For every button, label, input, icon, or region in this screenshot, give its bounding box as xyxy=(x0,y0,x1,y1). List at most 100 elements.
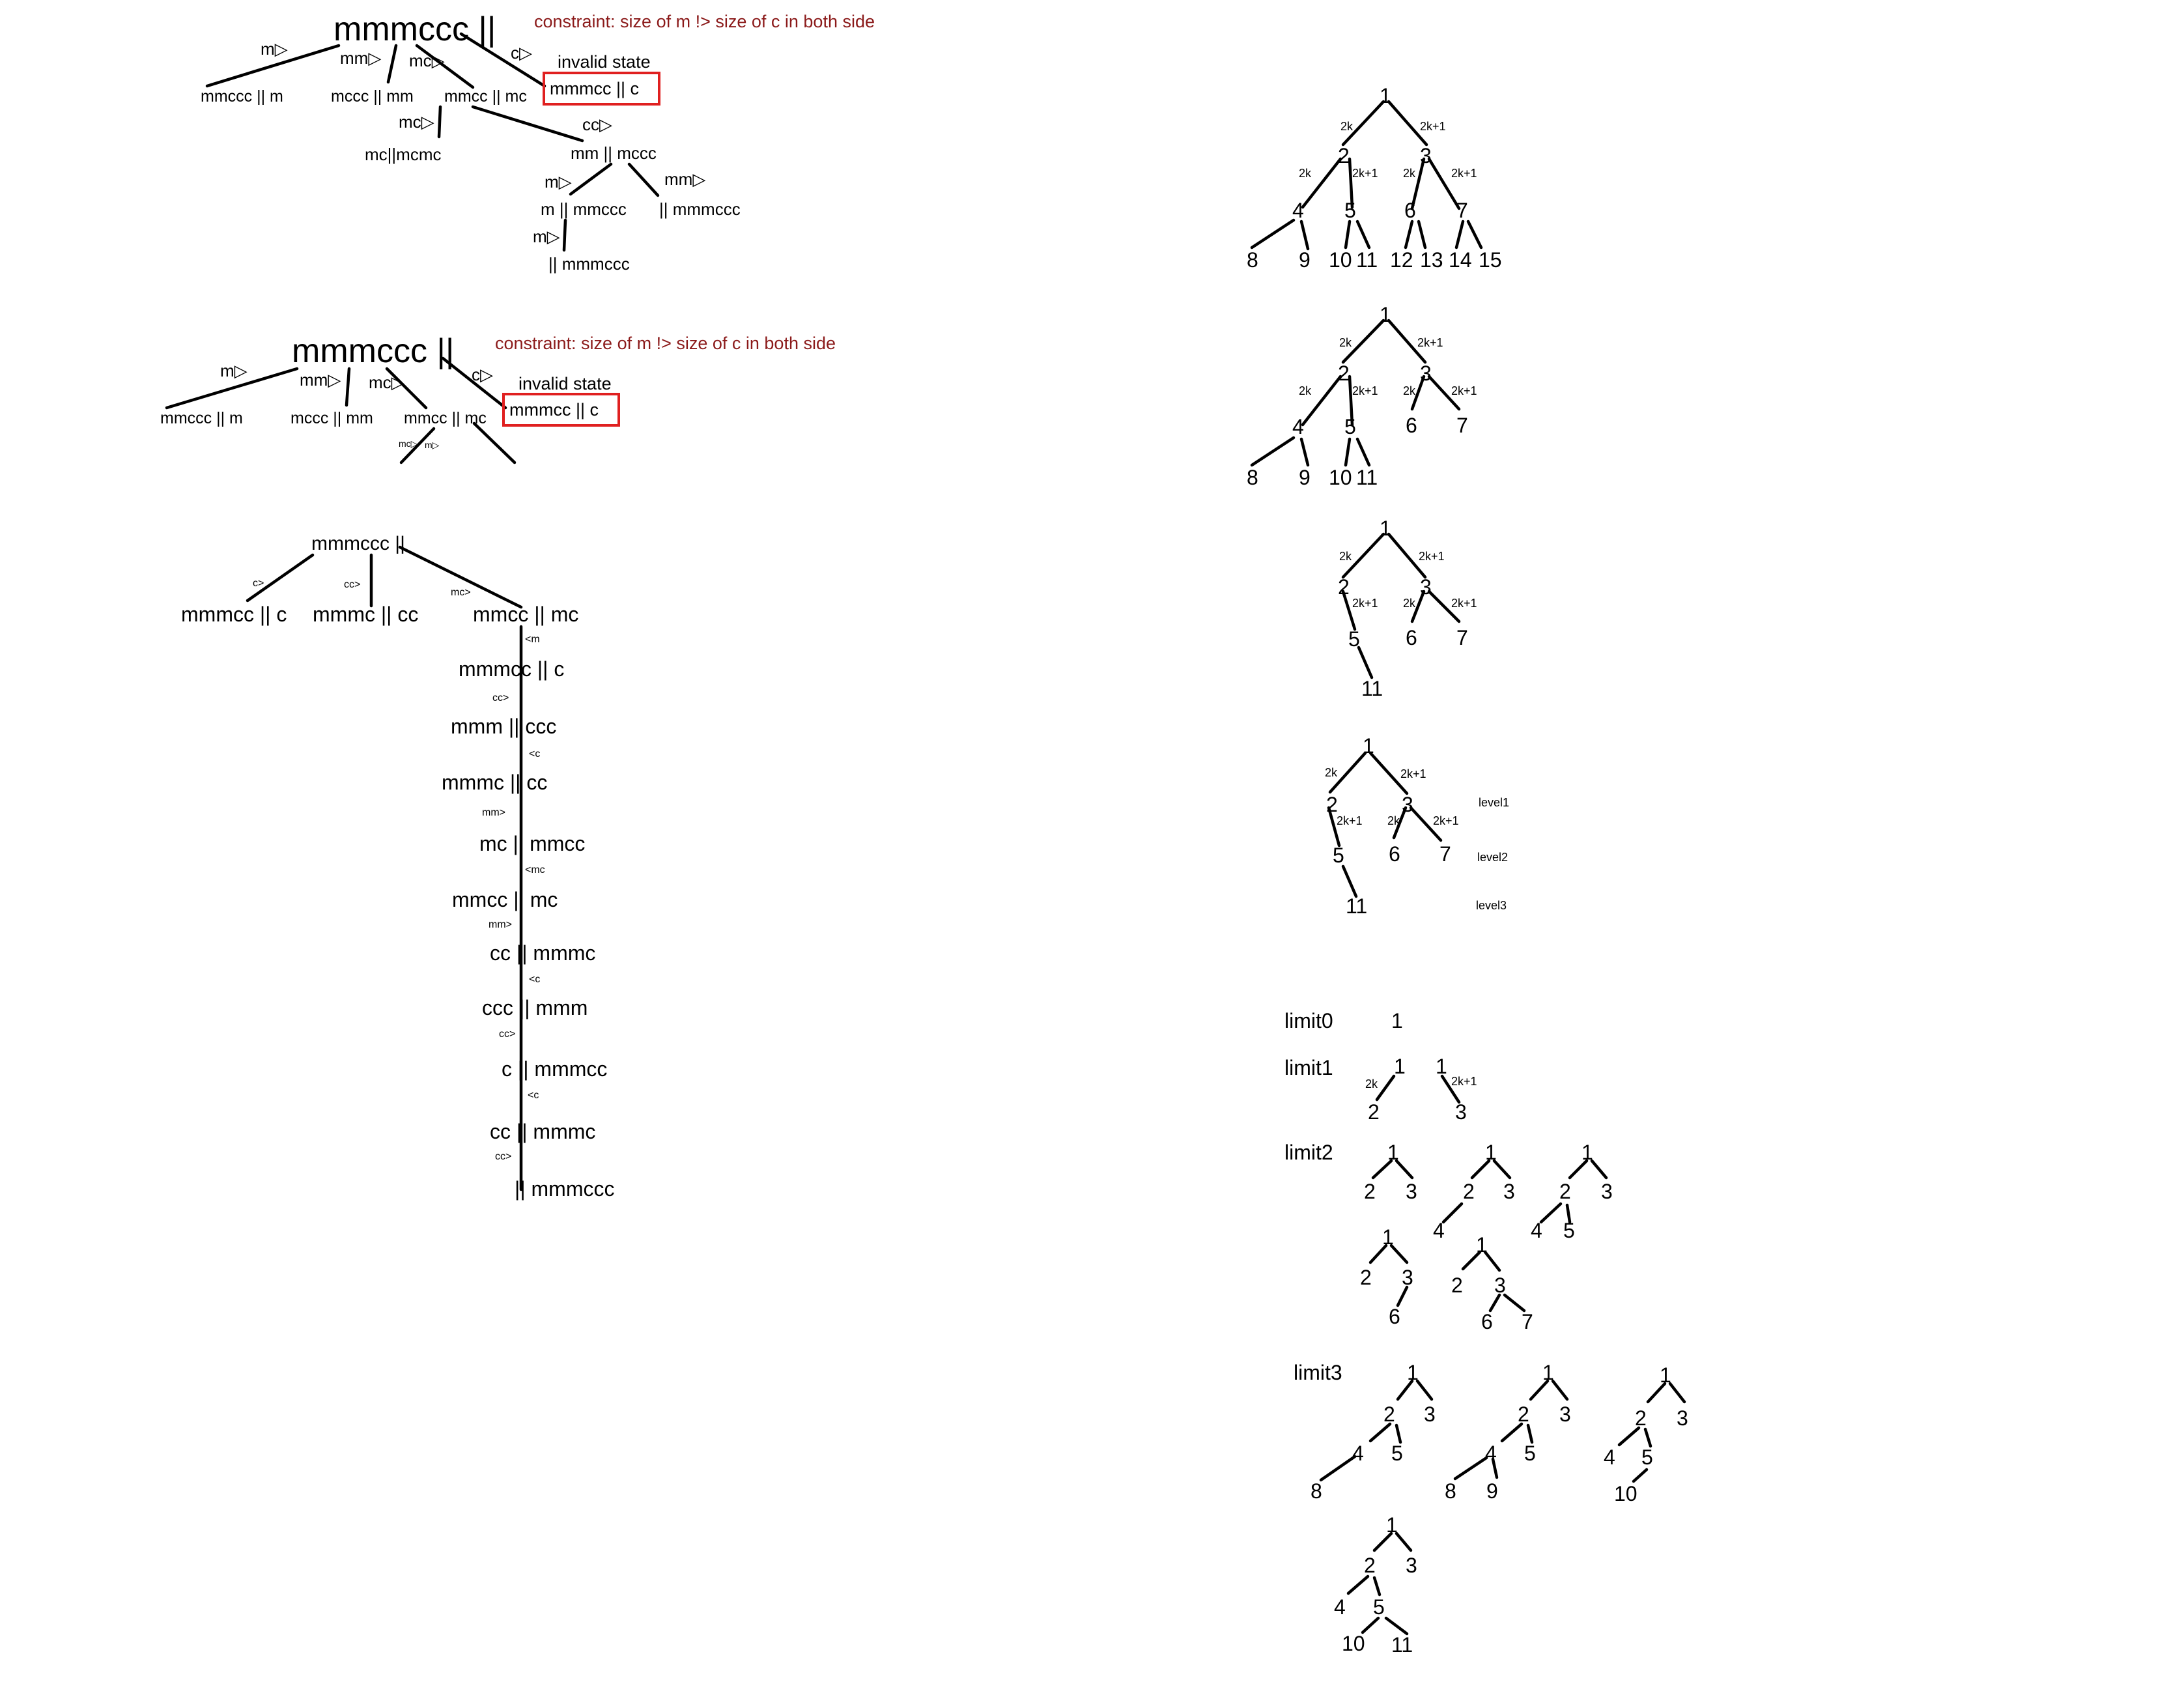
tree-node: 3 xyxy=(1402,1266,1413,1289)
chain-step: cc || mmmc xyxy=(490,1120,595,1143)
node: mccc || mm xyxy=(331,87,414,106)
edge xyxy=(1346,1574,1370,1595)
edge xyxy=(1396,1379,1414,1401)
edge xyxy=(1427,590,1461,623)
chain-step: cc || mmmc xyxy=(490,941,595,965)
edge-label-right: 2k+1 xyxy=(1417,336,1443,349)
edge-label: mm> xyxy=(489,919,512,930)
edge xyxy=(1301,375,1342,427)
edge xyxy=(1371,1159,1393,1180)
edge xyxy=(569,162,613,196)
tree-node: 2 xyxy=(1635,1406,1647,1430)
tree-node: 6 xyxy=(1389,1305,1400,1328)
edge-label: mm▷ xyxy=(340,48,381,68)
tree-node: 3 xyxy=(1455,1100,1467,1124)
edge-label: c> xyxy=(253,578,264,589)
edge xyxy=(1415,1379,1434,1401)
edge-label: mc▷ xyxy=(409,51,445,70)
edge xyxy=(1417,220,1427,249)
tree2-root: mmmccc || xyxy=(292,332,454,370)
edge xyxy=(1453,1456,1488,1481)
edge-label: mc▷ xyxy=(399,438,418,449)
edge xyxy=(1355,220,1371,249)
edge-label: m▷ xyxy=(220,361,248,380)
tree-node: 3 xyxy=(1406,1554,1417,1577)
tree-node: 2 xyxy=(1451,1274,1463,1297)
edge-label-left: 2k xyxy=(1387,814,1400,827)
edge xyxy=(1387,319,1427,364)
edge xyxy=(1590,1159,1608,1180)
edge xyxy=(1357,646,1374,679)
tree-node: 11 xyxy=(1391,1633,1413,1657)
edge xyxy=(1454,220,1465,249)
edge xyxy=(1470,1159,1491,1180)
edge xyxy=(1529,1379,1550,1401)
node: mmcc || mc xyxy=(444,87,527,106)
tree-node: 3 xyxy=(1601,1180,1613,1203)
edge xyxy=(1341,864,1358,898)
tree-node: 1 xyxy=(1380,84,1391,107)
tree-node: 3 xyxy=(1420,362,1432,385)
edge xyxy=(1375,1074,1396,1102)
tree-node: 2 xyxy=(1368,1100,1380,1124)
tree-node: 4 xyxy=(1485,1442,1497,1465)
level-label: level3 xyxy=(1476,899,1507,912)
edge-label: <c xyxy=(528,1090,539,1101)
node: mmmc || cc xyxy=(313,603,418,626)
tree-node: 2 xyxy=(1326,793,1338,816)
tree-node: 2 xyxy=(1383,1402,1395,1426)
tree-node: 6 xyxy=(1406,626,1417,649)
tree-node: 8 xyxy=(1445,1479,1456,1503)
edge xyxy=(1341,532,1385,579)
tree1-constraint: constraint: size of m !> size of c in bo… xyxy=(534,12,875,31)
edge xyxy=(1368,1244,1388,1264)
tree-node: 2 xyxy=(1364,1554,1376,1577)
edge xyxy=(398,545,523,609)
node: mmcc || mc xyxy=(473,603,578,626)
edge-label: mm▷ xyxy=(300,370,341,390)
edge-label-right: 2k+1 xyxy=(1451,167,1477,180)
edge xyxy=(1372,1531,1393,1552)
edge xyxy=(1301,157,1342,209)
tree-node: 6 xyxy=(1404,199,1416,222)
edge xyxy=(1396,1285,1409,1307)
tree-node: 9 xyxy=(1299,248,1311,272)
edge-label-left: 2k xyxy=(1339,550,1352,563)
tree-node: 8 xyxy=(1311,1479,1322,1503)
tree-node: 7 xyxy=(1456,199,1468,222)
binary-tree-4: 2k 2k+1 2k+1 2k 2k+1 1 2 3 5 6 7 11 leve… xyxy=(1325,734,1509,918)
edge-label: mm▷ xyxy=(664,169,705,189)
tree-node: 5 xyxy=(1348,627,1360,651)
invalid-label: invalid state xyxy=(558,52,651,72)
node: mmmcc || c xyxy=(181,603,287,626)
invalid-box xyxy=(543,72,660,106)
edge xyxy=(415,44,475,89)
edge-label-left: 2k xyxy=(1403,167,1416,180)
edge-label-right: 2k+1 xyxy=(1451,384,1477,397)
tree-node: 5 xyxy=(1391,1442,1403,1465)
edge xyxy=(1392,806,1408,840)
edge xyxy=(386,44,398,84)
edge-label-left: 2k xyxy=(1403,597,1416,610)
node: mm || mccc xyxy=(571,143,657,163)
tree-node: 4 xyxy=(1433,1219,1445,1242)
edge xyxy=(437,105,442,139)
node: mmccc || m xyxy=(160,409,243,427)
tree-node: 3 xyxy=(1406,1180,1417,1203)
tree-node: 3 xyxy=(1420,144,1432,167)
invalid-node: mmmcc || c xyxy=(509,400,599,420)
tree-node: 4 xyxy=(1604,1445,1615,1469)
edge xyxy=(1404,220,1414,249)
tree-node: 10 xyxy=(1342,1632,1365,1655)
tree-node: 3 xyxy=(1559,1402,1571,1426)
tree-node: 1 xyxy=(1382,1225,1394,1249)
edge xyxy=(1395,1531,1413,1552)
tree-node: 3 xyxy=(1503,1180,1515,1203)
tree-node: 2 xyxy=(1559,1180,1571,1203)
edge xyxy=(1643,1427,1652,1448)
tree-node: 1 xyxy=(1391,1009,1403,1032)
node: mmcc || mc xyxy=(404,409,487,427)
edge xyxy=(1565,1203,1572,1224)
edge-label: <m xyxy=(525,634,540,645)
edge-label-right: 2k+1 xyxy=(1451,597,1477,610)
